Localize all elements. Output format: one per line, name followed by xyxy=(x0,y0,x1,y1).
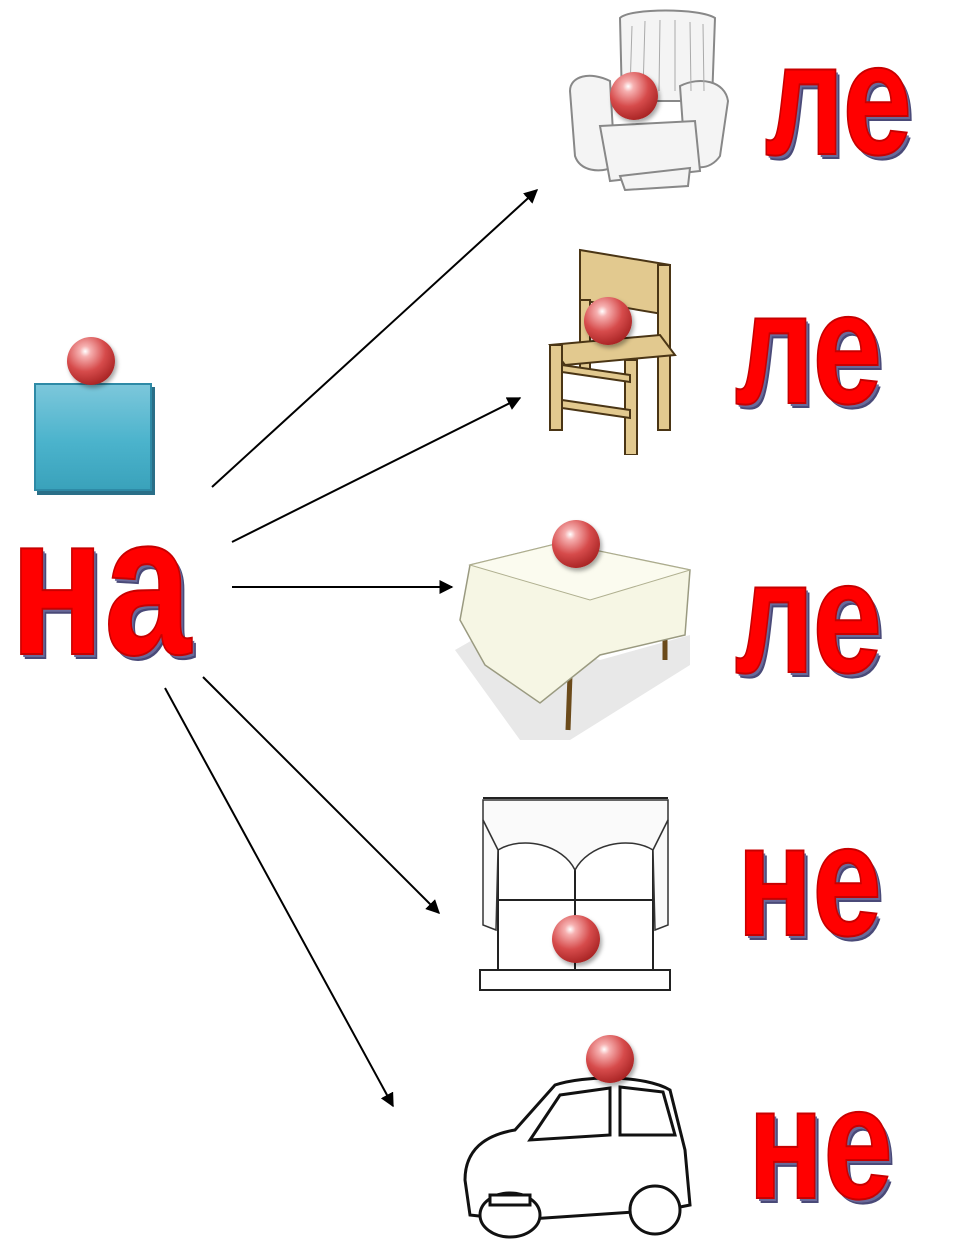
table-with-tablecloth-icon xyxy=(450,525,700,750)
blue-square-icon xyxy=(34,383,152,491)
marker-ball-window xyxy=(552,915,600,963)
syllable-window: не xyxy=(736,790,882,969)
marker-ball-table xyxy=(552,520,600,568)
marker-ball-armchair xyxy=(610,72,658,120)
marker-ball-chair xyxy=(584,297,632,345)
window-with-curtains-icon xyxy=(478,790,673,995)
syllable-chair: ле xyxy=(734,258,883,437)
car-icon xyxy=(445,1070,705,1240)
arrow-to-chair xyxy=(231,397,522,543)
marker-ball-square xyxy=(67,337,115,385)
syllable-car: не xyxy=(747,1053,893,1232)
chair-icon xyxy=(540,240,680,455)
syllable-armchair: ле xyxy=(764,9,913,188)
armchair-icon xyxy=(560,6,735,191)
marker-ball-car xyxy=(586,1035,634,1083)
arrow-to-window xyxy=(202,676,440,914)
source-syllable: на xyxy=(9,474,192,697)
arrow-to-armchair xyxy=(211,189,539,488)
arrow-to-car xyxy=(164,687,394,1108)
syllable-table: ле xyxy=(734,527,883,706)
